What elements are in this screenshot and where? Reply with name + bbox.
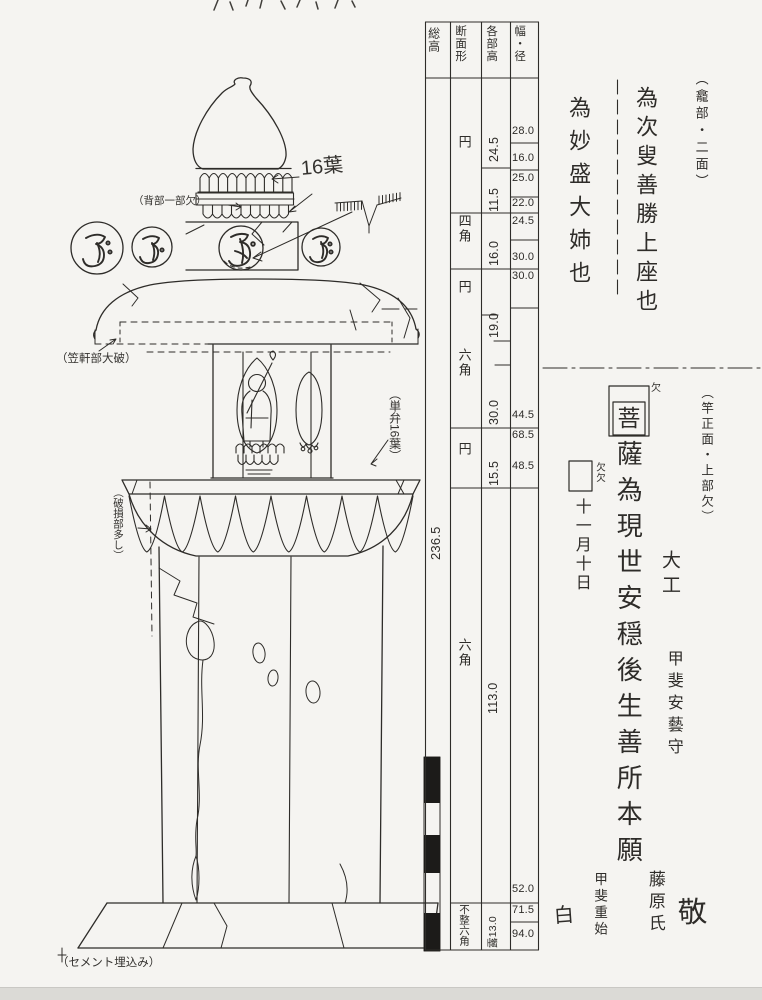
lotus-bowl — [121, 479, 421, 557]
width-value-5: 24.5 — [512, 215, 535, 227]
total-height-value: 236.5 — [428, 526, 443, 560]
width-value-7: 30.0 — [512, 270, 535, 282]
shape-cell-1: 円 — [456, 135, 472, 150]
scale-bar — [423, 756, 441, 952]
part-height-8: 露13.0 — [487, 916, 499, 948]
cap-eave-damage-note: （笠軒部大破） — [56, 353, 137, 365]
siddham-seed-syllable-2 — [139, 235, 165, 265]
part-height-1: 24.5 — [487, 136, 501, 162]
boxed-char-frame — [612, 401, 646, 436]
width-value-2: 16.0 — [512, 152, 535, 164]
boxed-character: 菩 — [617, 405, 641, 431]
mason-heading: 大工 — [658, 550, 680, 600]
width-value-13: 94.0 — [512, 928, 535, 940]
seed-syllable-circles — [70, 221, 341, 275]
part-height-5: 30.0 — [487, 399, 501, 425]
base-outline — [57, 902, 439, 963]
part-height-7: 113.0 — [486, 682, 500, 714]
table-header-width-diameter: 幅・径 — [513, 25, 526, 63]
sixteen-petals-label: 16葉 — [300, 154, 345, 180]
siddham-seed-syllable-1 — [82, 233, 113, 268]
cement-embedded-note: （セメント埋込み） — [57, 957, 161, 969]
shape-cell-5: 円 — [456, 442, 472, 457]
right-niche-oval — [295, 371, 323, 454]
scan-edge-band — [0, 987, 762, 1000]
missing-char-box-large — [608, 385, 650, 437]
width-value-10: 48.5 — [512, 460, 535, 472]
cap-outline — [93, 278, 420, 353]
shape-cell-7: 不整六角 — [458, 904, 471, 946]
shape-cell-4: 六角 — [456, 348, 472, 378]
buddha-figure — [235, 350, 285, 475]
shape-cell-2: 四角 — [456, 214, 472, 244]
width-value-1: 28.0 — [512, 125, 535, 137]
measurement-table-grid — [424, 21, 540, 951]
shape-cell-6: 六角 — [456, 638, 472, 668]
annotation-arrows — [98, 174, 418, 533]
width-value-9: 68.5 — [512, 429, 535, 441]
missing-char-box-small — [568, 460, 593, 492]
width-value-11: 52.0 — [512, 883, 535, 895]
cropped-title-strokes — [213, 0, 356, 11]
many-damaged-parts-note: （破損部多し） — [112, 487, 125, 561]
clan-name: 藤原氏 — [645, 870, 665, 936]
niche-section-note: （龕部・二面） — [693, 72, 709, 191]
leader-arrow — [252, 211, 353, 259]
siddham-seed-syllable-4 — [309, 235, 334, 264]
width-value-6: 30.0 — [512, 251, 535, 263]
damage-notation-sketch — [252, 192, 402, 262]
inscription-dividers — [542, 79, 761, 492]
missing-char-mark-2: 欠欠 — [593, 462, 605, 483]
part-height-3: 16.0 — [487, 240, 501, 266]
missing-char-mark-1: 欠 — [651, 383, 661, 394]
inscription-front-line2: 為妙盛大姉也 — [566, 96, 592, 294]
part-height-6: 15.5 — [487, 460, 501, 486]
width-value-4: 22.0 — [512, 197, 535, 209]
table-header-section-shape: 断面形 — [454, 25, 467, 63]
mason-personal-name: 甲斐重始 — [592, 872, 608, 938]
shaft-inscription-line: 薩為現世安穏後生善所本願 — [613, 440, 644, 872]
part-height-2: 11.5 — [487, 187, 501, 212]
shaft-face-note: （竿正面・上部欠） — [699, 386, 714, 526]
inscription-date: 十一月十日 — [572, 498, 590, 593]
haku-character: 白 — [553, 904, 575, 928]
single-petal-note: （単弁16葉） — [387, 388, 402, 462]
shaft — [149, 481, 384, 904]
jewel-outline — [192, 77, 292, 170]
inscription-front-line1: 為次叟善勝上座也 — [633, 86, 659, 318]
part-height-4: 19.0 — [487, 312, 501, 338]
siddham-seed-syllable-3 — [228, 232, 256, 267]
mason-title: 甲斐安藝守 — [664, 650, 682, 760]
lotus-collar — [195, 172, 295, 219]
back-partially-missing-note: （背部一部欠） — [133, 195, 207, 207]
kei-character: 敬 — [677, 896, 708, 930]
table-header-total-height: 総高 — [426, 27, 441, 53]
width-value-3: 25.0 — [512, 172, 535, 184]
niche-chamber — [210, 344, 334, 479]
width-value-12: 71.5 — [512, 904, 535, 916]
shape-cell-3: 円 — [456, 280, 472, 295]
width-value-8: 44.5 — [512, 409, 535, 421]
table-header-part-height: 各部高 — [485, 25, 498, 63]
